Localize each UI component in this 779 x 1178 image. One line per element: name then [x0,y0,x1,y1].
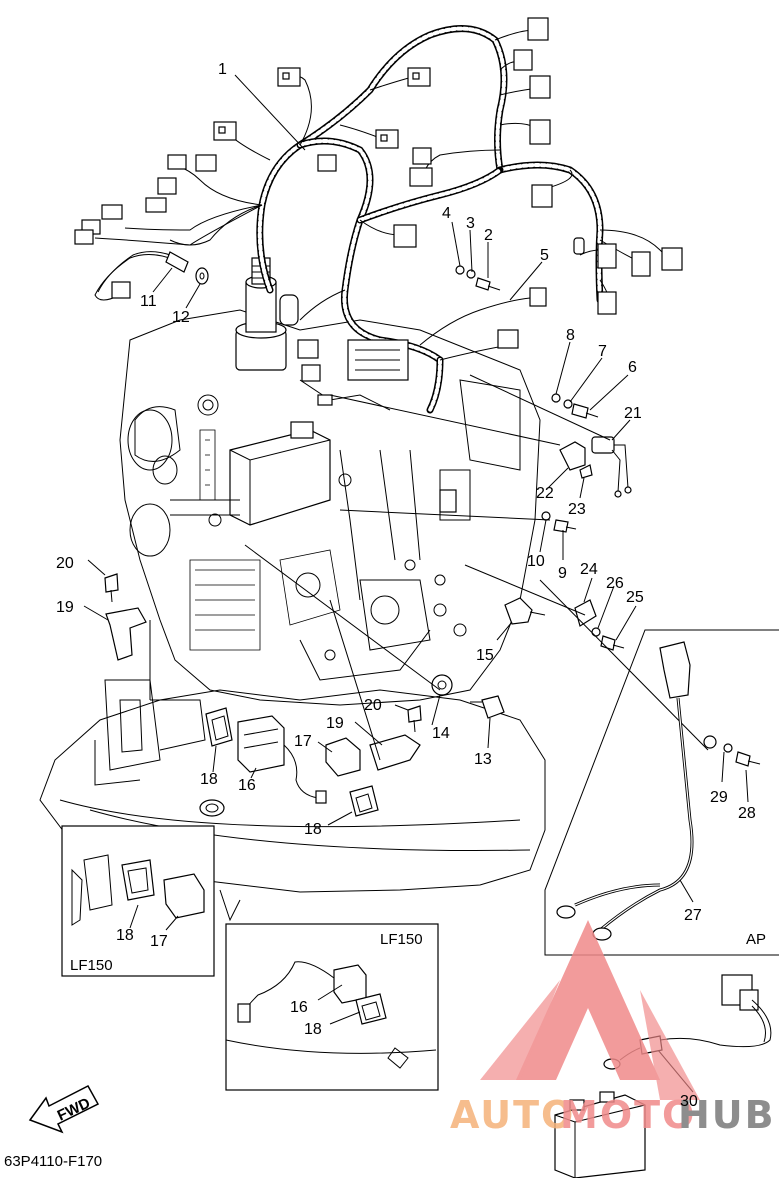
leader-lines [83,74,749,1093]
inset-lf150-center-label: LF150 [380,931,423,948]
automotohub-watermark: AUTO MOTO HUB [450,920,776,1137]
watermark-text-hub: HUB [678,1093,776,1137]
harness-connectors [74,17,683,513]
callout-16-main: 16 [238,777,256,794]
callout-26: 26 [606,575,624,592]
callout-14: 14 [432,725,450,742]
callout-18-main-b: 18 [304,821,322,838]
inset-lf150-left [61,825,215,977]
callout-24: 24 [580,561,598,578]
callout-7: 7 [598,343,607,360]
callout-30: 30 [680,1093,698,1110]
callout-19-right: 19 [326,715,344,732]
callout-17-main: 17 [294,733,312,750]
callout-12: 12 [172,309,190,326]
callout-1: 1 [218,61,227,78]
callout-labels: 1 2 3 4 5 6 7 8 9 10 11 12 13 14 15 16 1… [56,61,756,1110]
watermark-text-auto: AUTO [450,1093,575,1137]
callout-19-left: 19 [56,599,74,616]
callout-6: 6 [628,359,637,376]
inset-ap-label: AP [746,931,766,948]
inset-lf150-center [225,923,439,1091]
callout-29: 29 [710,789,728,806]
callout-17-inset-lf150-left: 17 [150,933,168,950]
callout-3: 3 [466,215,475,232]
callout-10: 10 [527,553,545,570]
callout-18-main-a: 18 [200,771,218,788]
callout-15: 15 [476,647,494,664]
callout-22: 22 [536,485,554,502]
callout-27: 27 [684,907,702,924]
drawing-code: 63P4110-F170 [4,1153,102,1170]
callout-13: 13 [474,751,492,768]
callout-9: 9 [558,565,567,582]
fwd-arrow-icon [28,1085,100,1134]
callout-25: 25 [626,589,644,606]
callout-4: 4 [442,205,451,222]
inset-lf150-left-label: LF150 [70,957,113,974]
callout-2: 2 [484,227,493,244]
battery-and-cable-30 [554,974,772,1178]
callout-8: 8 [566,327,575,344]
callout-18-inset-lf150-left: 18 [116,927,134,944]
callout-11: 11 [140,293,157,310]
callout-28: 28 [738,805,756,822]
callout-21: 21 [624,405,642,422]
callout-16-inset-lf150-center: 16 [290,999,308,1016]
callout-5: 5 [540,247,549,264]
callout-18-inset-lf150-center: 18 [304,1021,322,1038]
callout-20-right: 20 [364,697,382,714]
watermark-text-moto: MOTO [560,1093,696,1137]
callout-23: 23 [568,501,586,518]
callout-20-left: 20 [56,555,74,572]
inset-ap [544,629,779,956]
